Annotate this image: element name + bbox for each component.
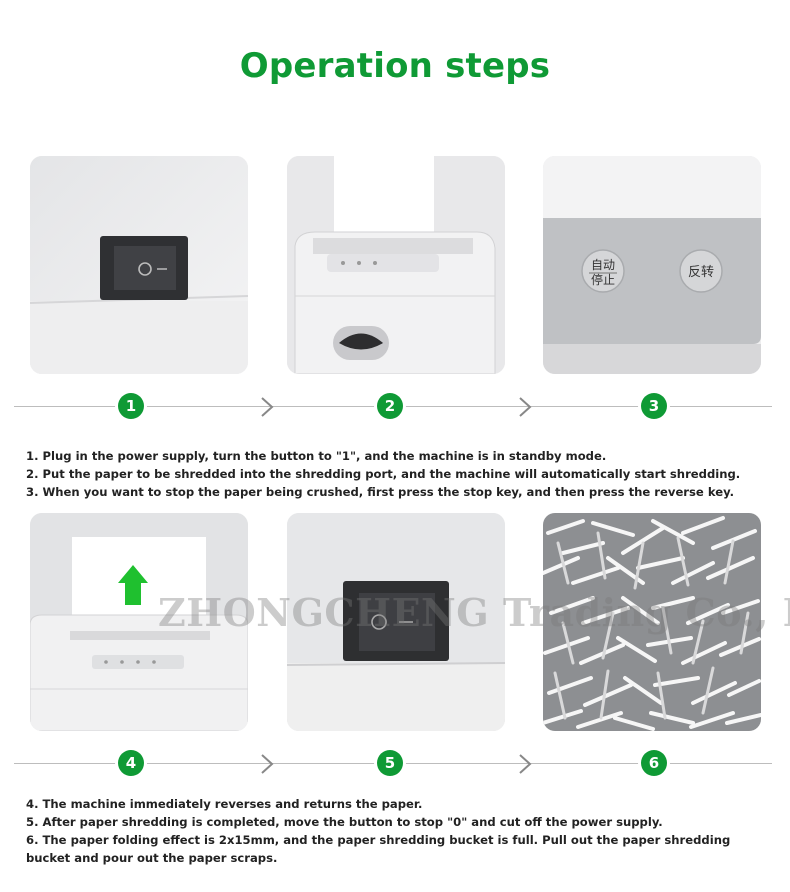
instruction-6: 6. The paper folding effect is 2x15mm, a… <box>26 833 731 865</box>
instruction-4: 4. The machine immediately reverses and … <box>26 797 423 811</box>
paper-scraps-photo <box>543 513 761 731</box>
step-badge-5: 5 <box>377 750 403 776</box>
instruction-3: 3. When you want to stop the paper being… <box>26 485 734 499</box>
photo-power-off <box>287 513 505 731</box>
arrow-up-icon <box>118 565 148 605</box>
chevron-right-icon <box>519 754 532 774</box>
control-keys-photo: 自动 停止 反转 <box>543 156 761 374</box>
photo-paper-scraps <box>543 513 761 731</box>
stop-key-label-2: 停止 <box>591 272 615 287</box>
instruction-5: 5. After paper shredding is completed, m… <box>26 815 663 829</box>
chevron-right-icon <box>261 754 274 774</box>
instructions-bottom: 4. The machine immediately reverses and … <box>26 795 766 867</box>
power-off-photo <box>287 513 505 731</box>
step-badge-2: 2 <box>377 393 403 419</box>
step-badge-6: 6 <box>641 750 667 776</box>
reverse-key-label: 反转 <box>688 265 714 280</box>
instructions-top: 1. Plug in the power supply, turn the bu… <box>26 447 766 501</box>
chevron-right-icon <box>261 397 274 417</box>
step-badge-3: 3 <box>641 393 667 419</box>
photo-shredder-paper <box>287 156 505 374</box>
paper-return-photo <box>30 513 248 731</box>
step-badge-4: 4 <box>118 750 144 776</box>
chevron-right-icon <box>519 397 532 417</box>
stop-key-label-1: 自动 <box>591 258 615 272</box>
power-switch-photo <box>30 156 248 374</box>
photo-control-keys: 自动 停止 反转 <box>543 156 761 374</box>
photo-power-switch <box>30 156 248 374</box>
instruction-2: 2. Put the paper to be shredded into the… <box>26 467 741 481</box>
shredder-feed-photo <box>287 156 505 374</box>
step-badge-1: 1 <box>118 393 144 419</box>
photo-paper-return <box>30 513 248 731</box>
watermark: ZHONGCHENG Trading Co., Ltd. <box>158 590 790 635</box>
page-title: Operation steps <box>239 46 551 86</box>
instruction-1: 1. Plug in the power supply, turn the bu… <box>26 449 607 463</box>
